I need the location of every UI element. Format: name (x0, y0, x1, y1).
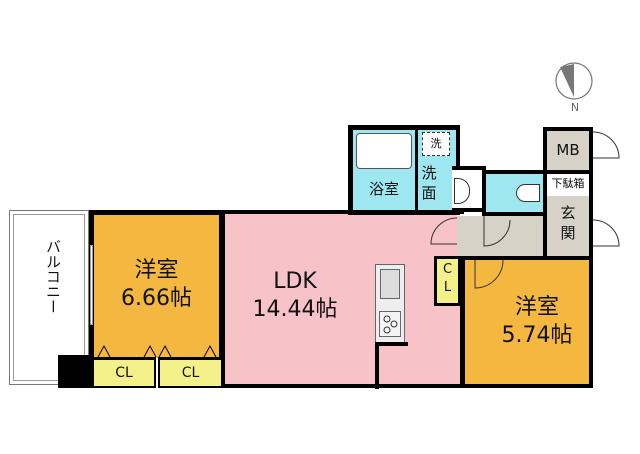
toilet (482, 170, 548, 216)
closet-3-label-c: C (442, 262, 453, 277)
wall-block (58, 355, 94, 388)
ldk-area: 14.44帖 (252, 297, 338, 322)
washroom-label-1: 洗 (421, 164, 437, 182)
washer-label: 洗 (430, 137, 442, 150)
compass-north-label: N (570, 101, 580, 114)
washroom: 洗 洗 面 (418, 130, 456, 210)
western-room-1: 洋室 6.66帖 (89, 210, 224, 358)
ldk-label: LDK (273, 269, 317, 294)
western-room-2: 洋室 5.74帖 (461, 256, 593, 388)
entrance: 玄 関 (543, 196, 593, 256)
closet-door-icon (97, 344, 217, 358)
stove-icon (379, 311, 401, 337)
western-room-1-area: 6.66帖 (121, 286, 192, 311)
door-swing-icon (483, 216, 511, 247)
western-room-1-label: 洋室 (134, 258, 179, 283)
door-swing-icon (593, 131, 620, 159)
door-swing-icon (474, 260, 504, 289)
sink-icon (380, 269, 400, 299)
wet-area: 浴室 洗 洗 面 (348, 125, 460, 215)
compass: N (552, 60, 602, 115)
western-room-2-label: 洋室 (514, 295, 559, 320)
closet-2-label: CL (181, 365, 200, 381)
closet-3-label-l: L (443, 280, 452, 295)
balcony: バルコニー (9, 210, 89, 385)
closet-3: C L (434, 256, 461, 306)
closet-2: CL (158, 357, 223, 388)
toilet-icon (516, 184, 540, 202)
ldk: LDK 14.44帖 (222, 210, 464, 389)
entrance-door-icon (593, 219, 620, 247)
sink-icon (454, 178, 470, 204)
washroom-label-2: 面 (421, 184, 437, 202)
kitchen-counter (375, 264, 405, 344)
bathroom: 浴室 (353, 130, 415, 210)
entrance-label-1: 玄 (560, 204, 576, 222)
washer-space: 洗 (422, 132, 450, 156)
entrance-label-2: 関 (560, 224, 576, 242)
western-room-2-area: 5.74帖 (501, 323, 573, 348)
closet-1: CL (92, 357, 156, 388)
vanity (452, 166, 486, 212)
closet-1-label: CL (115, 365, 133, 381)
balcony-label: バルコニー (44, 239, 62, 314)
shoe-box: 下駄箱 (543, 174, 593, 196)
compass-needle-icon (555, 62, 593, 100)
bathtub-icon (356, 133, 412, 169)
hallway (430, 214, 547, 256)
bathroom-label: 浴室 (368, 180, 399, 198)
shoe-box-label: 下駄箱 (551, 177, 585, 190)
door-swing-icon (430, 217, 457, 245)
meter-box: MB (543, 127, 593, 174)
meter-box-label: MB (556, 141, 580, 159)
